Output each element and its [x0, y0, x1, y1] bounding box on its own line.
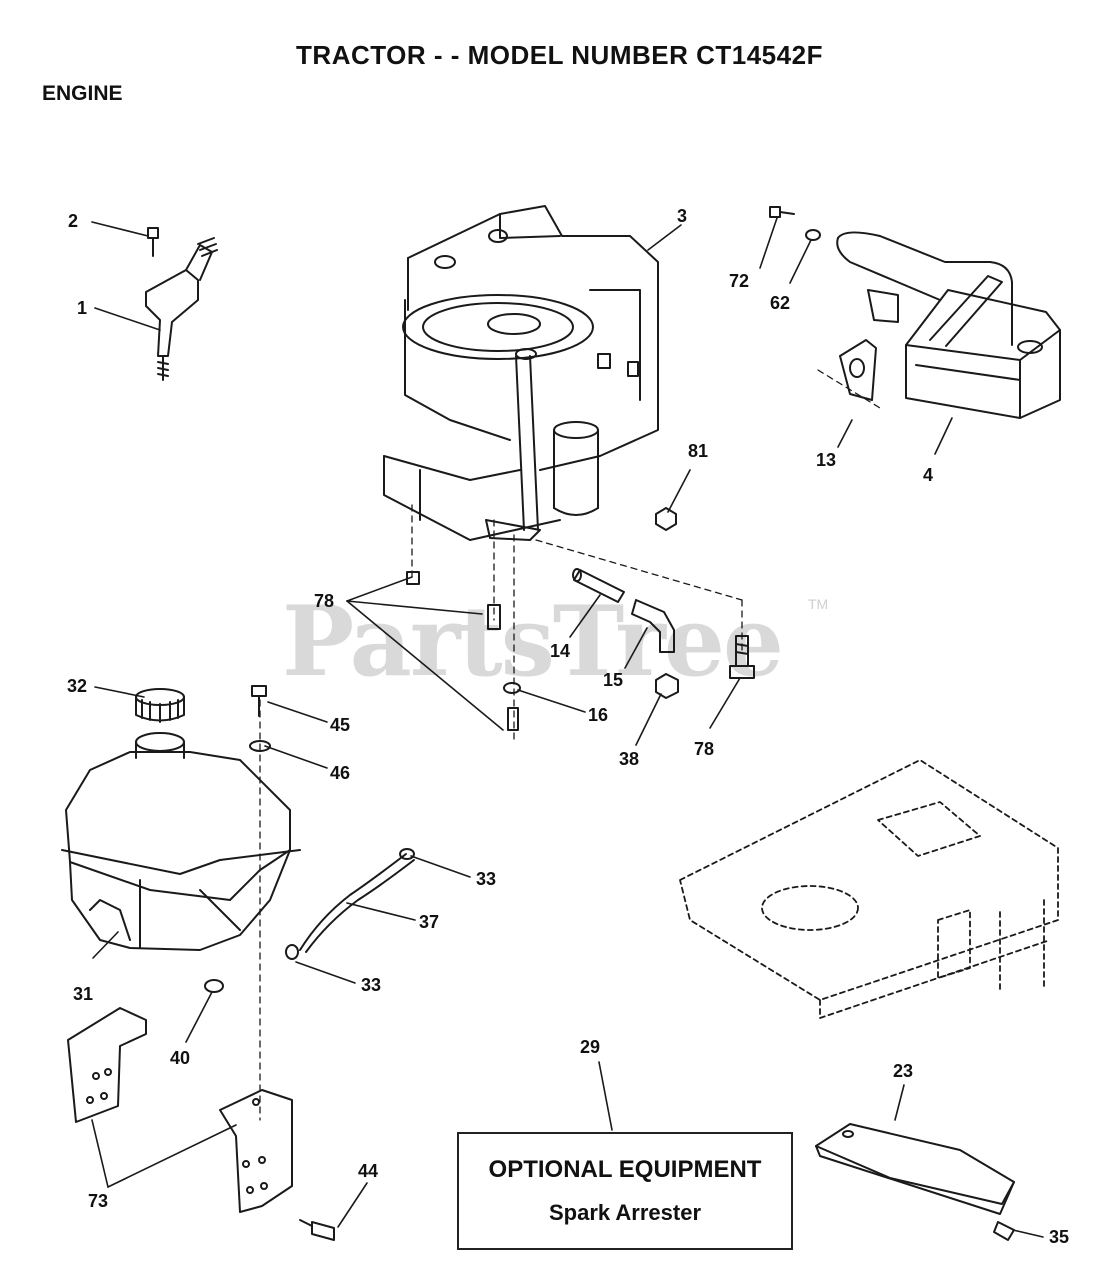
fuel-cap-part [136, 689, 184, 722]
callout-40: 40 [170, 1048, 191, 1068]
callout-62: 62 [770, 293, 791, 313]
optional-equipment-box: OPTIONAL EQUIPMENT Spark Arrester [457, 1132, 793, 1250]
callout-81: 81 [688, 441, 709, 461]
callout-33-upper: 33 [476, 869, 497, 889]
fuel-tank-part [62, 733, 300, 950]
callout-32: 32 [67, 676, 88, 696]
washer-16-part [504, 683, 520, 693]
callout-35: 35 [1049, 1227, 1070, 1247]
section-label: ENGINE [42, 82, 123, 105]
screw-45-part [252, 686, 266, 716]
grommet-part [205, 980, 223, 992]
optional-equipment-heading: OPTIONAL EQUIPMENT [488, 1156, 762, 1183]
optional-equipment-item: Spark Arrester [548, 1200, 702, 1225]
callout-38: 38 [619, 749, 640, 769]
throttle-control-part [146, 228, 217, 380]
hose-clamp-parts [286, 849, 414, 959]
fitting-14-part [573, 569, 624, 602]
callout-4: 4 [923, 465, 934, 485]
muffler-part [837, 232, 1060, 418]
callout-78-right: 78 [694, 739, 715, 759]
callout-2: 2 [68, 211, 79, 231]
callout-46: 46 [330, 763, 351, 783]
watermark: PartsTree [282, 585, 784, 698]
assembly-lines [260, 370, 880, 1120]
bolt-44-part [300, 1220, 334, 1240]
bolt-72-part [770, 207, 794, 217]
callout-15: 15 [603, 670, 624, 690]
fuel-line-part [300, 854, 414, 952]
page-title: TRACTOR - - MODEL NUMBER CT14542F [296, 40, 823, 70]
callout-44: 44 [358, 1161, 379, 1181]
frame-plate-part [680, 760, 1058, 1018]
callout-45: 45 [330, 715, 351, 735]
bolt-78-left-parts [407, 572, 518, 730]
callout-78-left: 78 [314, 591, 335, 611]
callout-29: 29 [580, 1037, 601, 1057]
callout-13: 13 [816, 450, 837, 470]
washer-46-part [250, 741, 270, 751]
heat-shield-part [816, 1124, 1014, 1214]
watermark-tm: TM [808, 596, 829, 612]
gasket-part [840, 340, 876, 400]
screw-35-part [994, 1222, 1014, 1240]
callout-3: 3 [677, 206, 688, 226]
callout-72: 72 [729, 271, 750, 291]
callout-16: 16 [588, 705, 609, 725]
elbow-15-part [632, 600, 674, 652]
bolt-78-right-part [730, 636, 754, 678]
callout-73: 73 [88, 1191, 109, 1211]
callout-37: 37 [419, 912, 440, 932]
nut-81-part [656, 508, 676, 530]
callout-1: 1 [77, 298, 88, 318]
callout-14: 14 [550, 641, 571, 661]
lockwasher-62-part [806, 230, 820, 240]
nut-38-part [656, 674, 678, 698]
tank-bracket-parts [68, 1008, 292, 1212]
callout-23: 23 [893, 1061, 914, 1081]
engine-part [384, 206, 658, 540]
callout-33-lower: 33 [361, 975, 382, 995]
callout-31: 31 [73, 984, 94, 1004]
leader-lines [92, 218, 1043, 1237]
